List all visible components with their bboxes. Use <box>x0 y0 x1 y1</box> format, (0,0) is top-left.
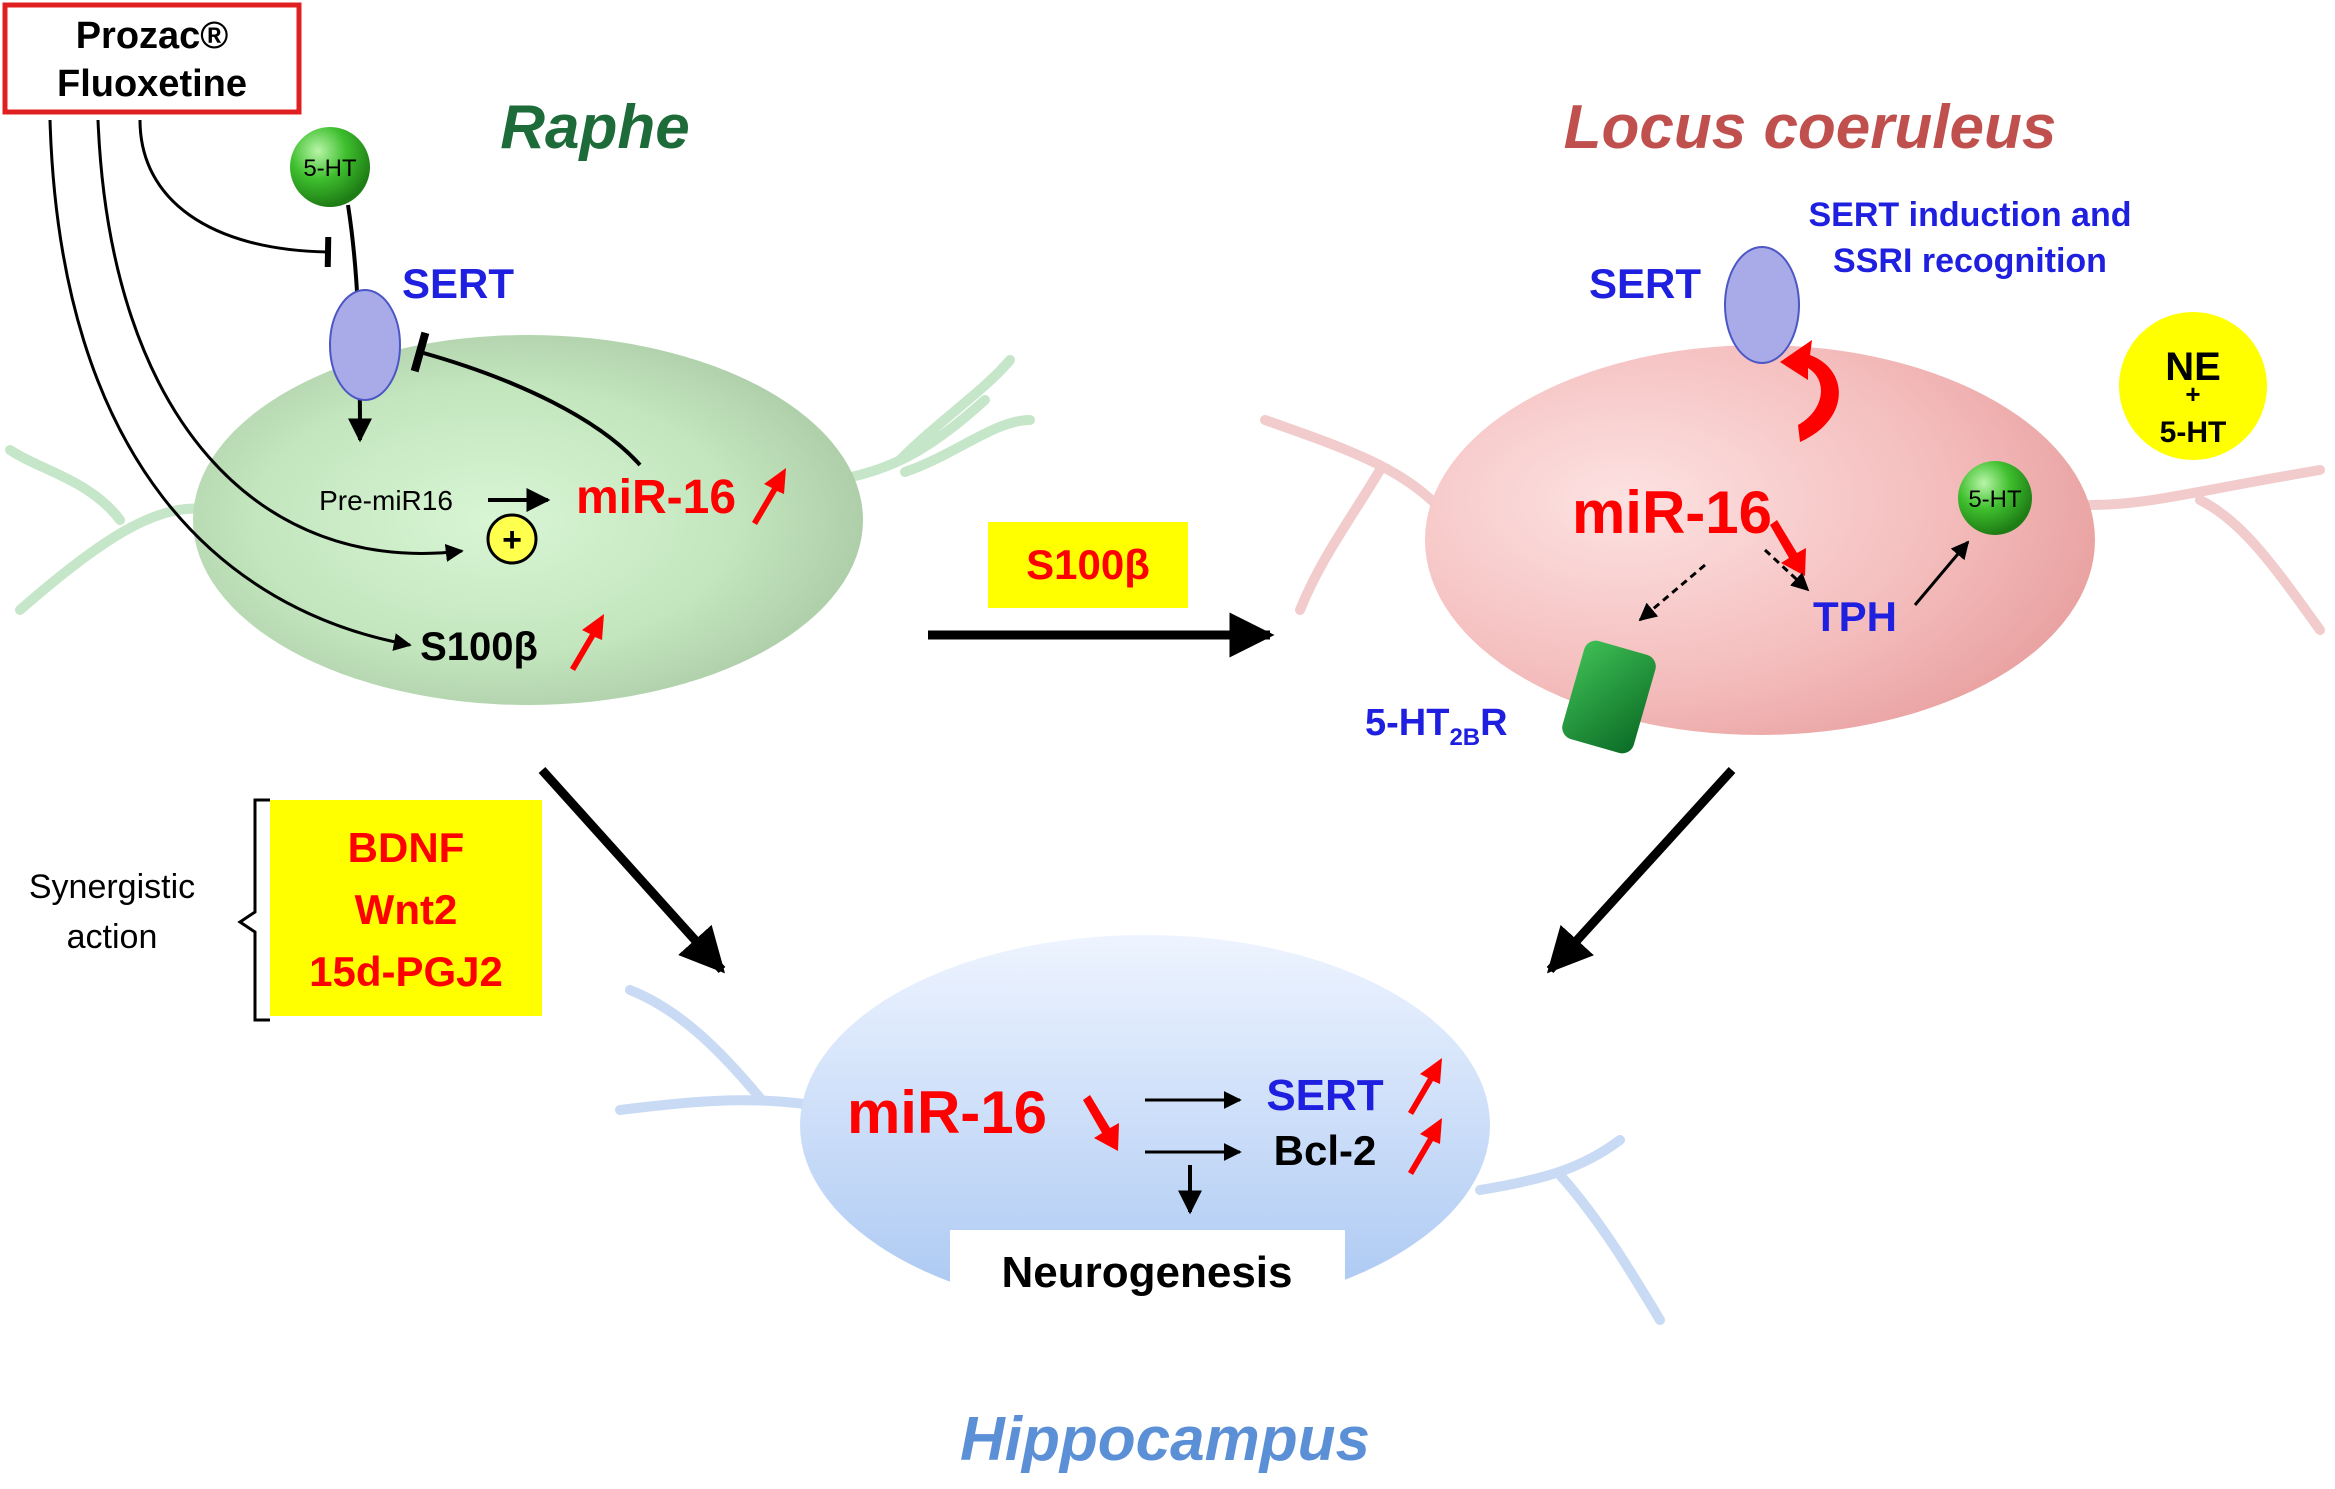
raphe-dendrites <box>5 355 1035 615</box>
synergy-factor-wnt2: Wnt2 <box>355 886 458 933</box>
s100-signal-label: S100β <box>1026 541 1150 588</box>
hippo-cell-body <box>800 935 1490 1315</box>
raphe-mir16-up-arrow-icon <box>752 468 786 525</box>
raphe-s100-up-arrow-icon <box>570 614 604 671</box>
locus-receptor-label: 5-HT2BR <box>1365 702 1508 751</box>
hippo-mir16-down-arrow-icon <box>1083 1095 1119 1151</box>
locus-5ht-label: 5-HT <box>1968 486 2022 513</box>
locus-ne-plus: + <box>2185 379 2200 409</box>
hippo-neurogenesis-label: Neurogenesis <box>1002 1248 1293 1297</box>
locus-tph-to-5ht-arrow <box>1913 540 1970 606</box>
hippo-neurogenesis-box <box>950 1230 1345 1317</box>
raphe-sert-transporter <box>329 289 401 401</box>
hippo-sert-up-arrow-icon <box>1408 1058 1442 1115</box>
locus-title: Locus coeruleus <box>1564 93 2057 162</box>
synergy-bracket <box>237 798 270 1022</box>
raphe-premir-label: Pre-miR16 <box>319 485 453 516</box>
drug-inhibits-sert-arrow <box>138 119 332 268</box>
raphe-mir-inhibits-sert <box>410 331 642 467</box>
locus-mir16-label: miR-16 <box>1572 479 1772 546</box>
locus-tph-label: TPH <box>1813 593 1897 640</box>
locus-ne-5ht-circle <box>2119 312 2267 460</box>
locus-note-line2: SSRI recognition <box>1833 242 2107 280</box>
drug-box <box>2 2 302 115</box>
drug-to-premir-arrow <box>96 119 464 562</box>
locus-receptor-sub: 2B <box>1449 724 1480 751</box>
raphe-s100-label: S100β <box>420 625 538 669</box>
hippo-bcl2-up-arrow-icon <box>1408 1118 1442 1175</box>
raphe-title: Raphe <box>500 93 689 162</box>
drug-generic: Fluoxetine <box>57 63 247 105</box>
raphe-5ht-ball <box>290 127 370 207</box>
locus-to-hippo-arrow <box>1546 766 1736 974</box>
locus-sert-label: SERT <box>1589 260 1701 307</box>
locus-5ht2b-receptor-icon <box>1562 640 1656 754</box>
synergy-label-line1: Synergistic <box>29 868 195 906</box>
locus-sert-induction-arrow-icon <box>1780 340 1839 442</box>
locus-5ht-ball <box>1958 461 2032 535</box>
hippo-bcl2-label: Bcl-2 <box>1274 1127 1377 1174</box>
locus-receptor-end: R <box>1480 702 1507 744</box>
locus-mir16-down-arrow-icon <box>1770 520 1806 576</box>
synergy-factor-box <box>270 800 542 1016</box>
hippo-sert-label: SERT <box>1266 1071 1383 1120</box>
synergy-factor-bdnf: BDNF <box>348 824 465 871</box>
hippo-title: Hippocampus <box>960 1405 1370 1474</box>
drug-to-s100-arrow <box>48 119 412 651</box>
raphe-5ht-label: 5-HT <box>303 155 357 182</box>
drug-name: Prozac® <box>76 15 229 57</box>
locus-mir-to-tph-dashed <box>1763 548 1810 592</box>
s100-signal-box <box>988 522 1188 608</box>
locus-receptor-main: 5-HT <box>1365 702 1449 744</box>
synergy-label-line2: action <box>67 918 158 956</box>
hippo-mir16-label: miR-16 <box>847 1079 1047 1146</box>
raphe-plus-circle <box>486 513 538 565</box>
locus-cell-body <box>1425 345 2095 735</box>
synergy-factor-pgj2: 15d-PGJ2 <box>309 948 503 995</box>
raphe-to-hippo-arrow <box>538 766 726 974</box>
raphe-plus-sign: + <box>502 521 522 559</box>
locus-ne-label: NE <box>2165 345 2221 389</box>
raphe-mir16-label: miR-16 <box>576 471 736 524</box>
locus-sert-transporter <box>1724 246 1800 364</box>
locus-note-line1: SERT induction and <box>1809 196 2132 234</box>
locus-ne-5ht: 5-HT <box>2160 416 2227 449</box>
raphe-sert-label: SERT <box>402 260 514 307</box>
locus-mir-to-receptor-dashed <box>1638 563 1706 622</box>
